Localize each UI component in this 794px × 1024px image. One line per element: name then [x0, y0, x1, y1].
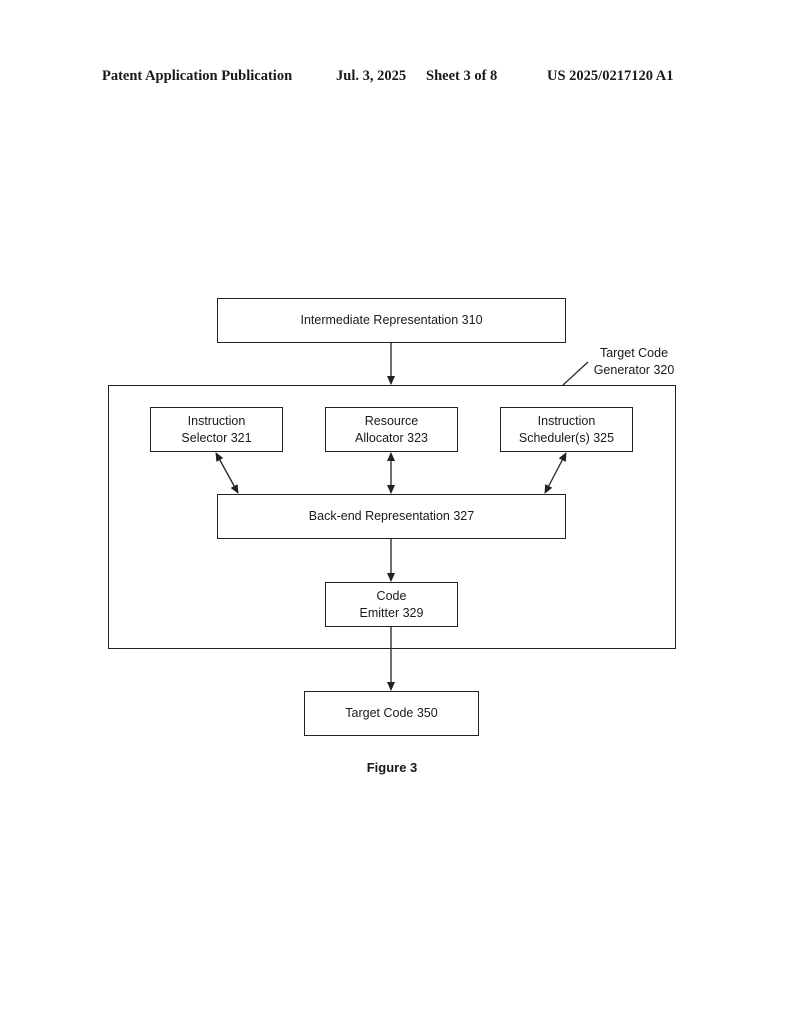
target-code-generator-box — [108, 385, 676, 649]
target-code-label: Target Code 350 — [345, 706, 438, 720]
resource-allocator-line2: Allocator 323 — [355, 430, 428, 445]
page-header: Patent Application Publication Jul. 3, 2… — [0, 68, 794, 90]
target-code-generator-callout: Target Code Generator 320 — [589, 345, 679, 379]
code-emitter-line2: Emitter 329 — [359, 605, 424, 620]
resource-allocator-line1: Resource — [364, 413, 419, 428]
code-emitter-box: Code Emitter 329 — [325, 582, 458, 627]
resource-allocator-box: Resource Allocator 323 — [325, 407, 458, 452]
target-code-generator-label-line2: Generator 320 — [593, 363, 675, 377]
instruction-selector-line2: Selector 321 — [181, 430, 252, 445]
backend-representation-box: Back-end Representation 327 — [217, 494, 566, 539]
figure-caption: Figure 3 — [366, 760, 418, 775]
intermediate-representation-label: Intermediate Representation 310 — [300, 313, 483, 327]
instruction-scheduler-line1: Instruction — [537, 413, 596, 428]
sheet-number: Sheet 3 of 8 — [426, 68, 498, 84]
intermediate-representation-box: Intermediate Representation 310 — [217, 298, 566, 343]
publication-number: US 2025/0217120 A1 — [547, 68, 674, 84]
code-emitter-line1: Code — [376, 588, 407, 603]
instruction-scheduler-box: Instruction Scheduler(s) 325 — [500, 407, 633, 452]
publication-date: Jul. 3, 2025 — [336, 68, 407, 84]
callout-leader-line — [562, 361, 589, 386]
publication-label: Patent Application Publication — [102, 68, 293, 84]
arrow-scheduler-backend — [544, 452, 567, 494]
target-code-box: Target Code 350 — [304, 691, 479, 736]
arrow-selector-backend — [215, 452, 239, 494]
backend-representation-label: Back-end Representation 327 — [308, 509, 475, 523]
instruction-selector-line1: Instruction — [187, 413, 246, 428]
instruction-selector-box: Instruction Selector 321 — [150, 407, 283, 452]
target-code-generator-label-line1: Target Code — [599, 346, 669, 360]
instruction-scheduler-line2: Scheduler(s) 325 — [518, 430, 615, 445]
